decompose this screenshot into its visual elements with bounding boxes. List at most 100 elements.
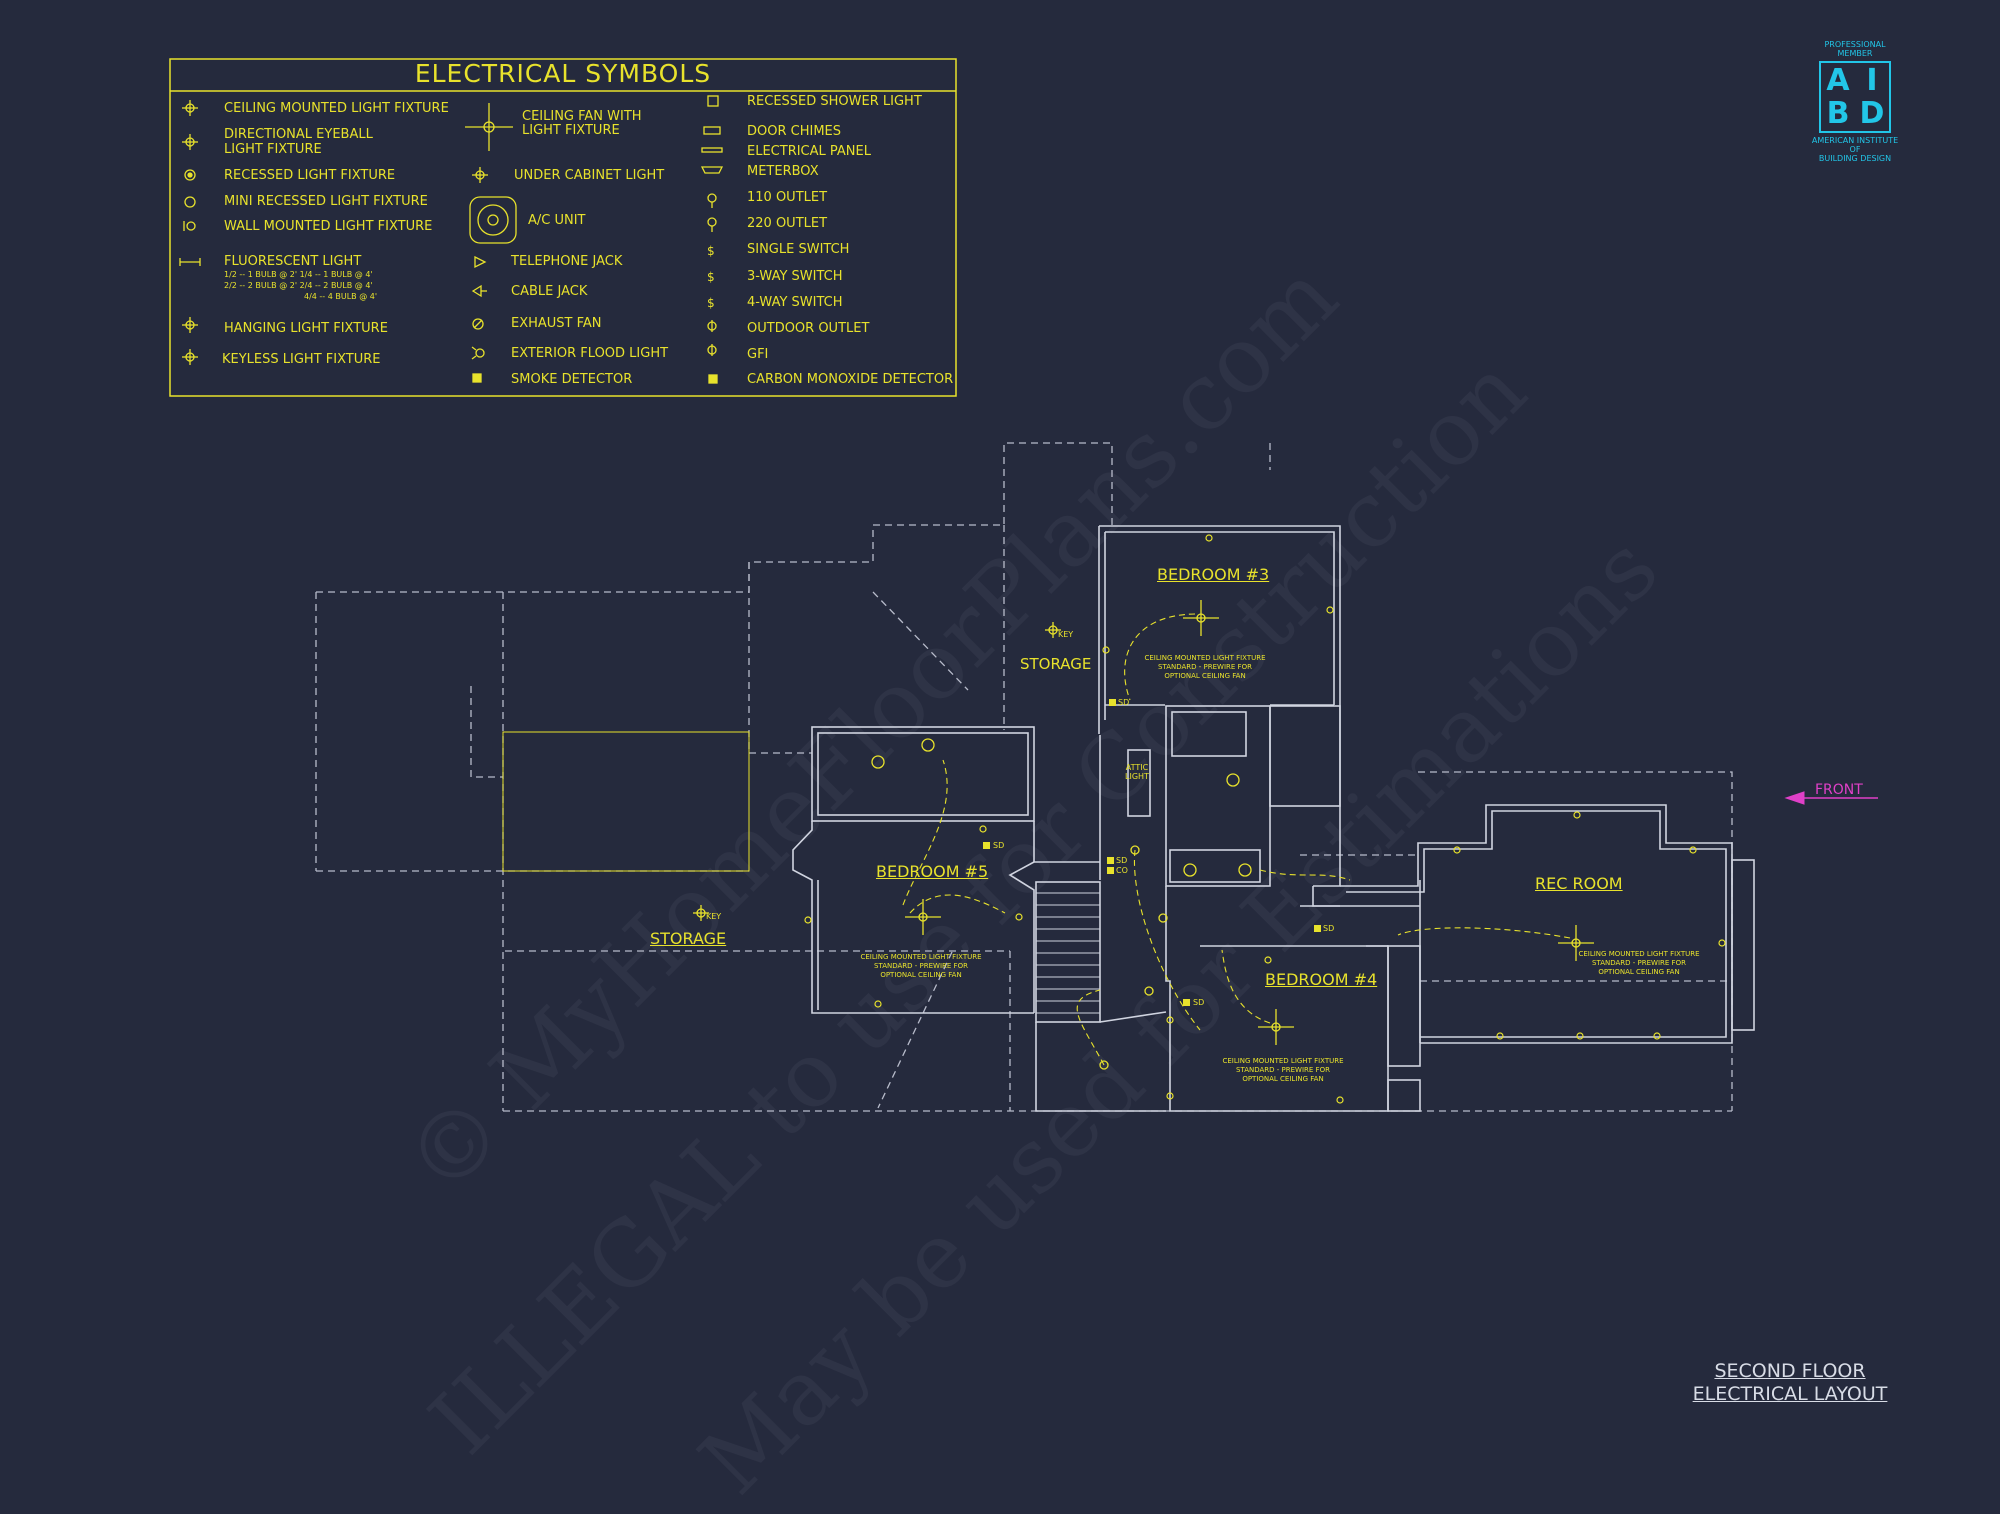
flood-light-icon — [471, 346, 485, 360]
3way-switch-icon: $ — [707, 270, 715, 284]
room-label-storage-lower: STORAGE — [650, 929, 727, 948]
legend-ac-unit: A/C UNIT — [528, 213, 586, 228]
legend-3way-switch: 3-WAY SWITCH — [747, 269, 843, 284]
outlet-110-icon — [707, 193, 717, 208]
room-label-rec-room: REC ROOM — [1535, 874, 1623, 893]
keyless-light-storage-lower — [693, 905, 709, 921]
legend-4way-switch: 4-WAY SWITCH — [747, 295, 843, 310]
note-line-3: OPTIONAL CEILING FAN — [1242, 1075, 1324, 1083]
badge-letter-a: A — [1826, 63, 1850, 98]
legend-wall-light: WALL MOUNTED LIGHT FIXTURE — [224, 219, 433, 234]
shower-light-icon — [707, 95, 719, 107]
wall-light-icon — [183, 221, 196, 231]
aibd-logo: A I B D — [1819, 61, 1891, 133]
sheet-title: SECOND FLOOR ELECTRICAL LAYOUT — [1670, 1360, 1910, 1406]
legend-meterbox: METERBOX — [747, 164, 819, 179]
badge-org-3: BUILDING DESIGN — [1818, 154, 1892, 163]
cable-jack-icon — [471, 284, 487, 298]
legend-smoke: SMOKE DETECTOR — [511, 372, 633, 387]
aibd-badge: PROFESSIONAL MEMBER A I B D AMERICAN INS… — [1805, 40, 1905, 163]
telephone-jack-icon — [474, 255, 487, 269]
legend-hanging-light: HANGING LIGHT FIXTURE — [224, 321, 388, 336]
legend-gfi: GFI — [747, 347, 769, 362]
key-tag-lower: KEY — [706, 912, 722, 921]
ceiling-fan-bedroom3 — [1183, 600, 1219, 636]
outdoor-outlet-icon — [707, 320, 717, 332]
legend-ceiling-fan: CEILING FAN WITH — [522, 109, 642, 124]
fluorescent-note-2: 2/2 -- 2 BULB @ 2' 2/4 -- 2 BULB @ 4' — [224, 281, 373, 290]
badge-letter-i: I — [1866, 63, 1878, 98]
note-line-3: OPTIONAL CEILING FAN — [1164, 672, 1246, 680]
legend-mini-recessed: MINI RECESSED LIGHT FIXTURE — [224, 194, 428, 209]
room-label-storage-upper: STORAGE — [1020, 655, 1092, 673]
lower-roof-solid — [502, 731, 750, 872]
front-label: FRONT — [1815, 782, 1863, 798]
fixtures — [693, 534, 1726, 1104]
ceiling-fan-bedroom4 — [1258, 1009, 1294, 1045]
eyeball-light-icon — [182, 134, 198, 150]
legend-shower-light: RECESSED SHOWER LIGHT — [747, 94, 922, 109]
fluorescent-light-icon — [179, 258, 201, 266]
legend-ceiling-fan-2: LIGHT FIXTURE — [522, 123, 620, 138]
hanging-light-icon — [182, 317, 198, 333]
outlet-220-icon — [707, 217, 717, 232]
badge-top-1: PROFESSIONAL — [1824, 40, 1886, 49]
smoke-detector-icon — [472, 373, 482, 383]
sheet-title-line-2: ELECTRICAL LAYOUT — [1692, 1383, 1888, 1405]
legend-under-cabinet: UNDER CABINET LIGHT — [514, 168, 665, 183]
legend-co-detector: CARBON MONOXIDE DETECTOR — [747, 372, 954, 387]
badge-org-2: OF — [1849, 145, 1861, 154]
note-line-3: OPTIONAL CEILING FAN — [1598, 968, 1680, 976]
sd-tag-bed4: SD — [1193, 998, 1205, 1007]
ceiling-fan-rec-room — [1558, 925, 1594, 961]
under-cabinet-light-icon — [472, 167, 488, 183]
svg-text:$: $ — [707, 296, 715, 310]
note-line-3: OPTIONAL CEILING FAN — [880, 971, 962, 979]
legend-keyless-light: KEYLESS LIGHT FIXTURE — [222, 352, 381, 367]
ceiling-fan-icon — [465, 103, 513, 151]
ceiling-fan-bedroom5 — [905, 899, 941, 935]
note-line-2: STANDARD - PREWIRE FOR — [1236, 1066, 1330, 1074]
legend-outdoor-outlet: OUTDOOR OUTLET — [747, 321, 870, 336]
legend-telephone: TELEPHONE JACK — [511, 254, 623, 269]
4way-switch-icon: $ — [707, 296, 715, 310]
legend-flood: EXTERIOR FLOOD LIGHT — [511, 346, 669, 361]
sd-tag-bath: SD — [1323, 924, 1335, 933]
legend-single-switch: SINGLE SWITCH — [747, 242, 850, 257]
sheet-title-line-1: SECOND FLOOR — [1714, 1360, 1866, 1382]
keyless-light-storage-upper — [1045, 622, 1061, 638]
note-line-1: CEILING MOUNTED LIGHT FIXTURE — [1578, 950, 1700, 958]
keyless-light-icon — [182, 349, 198, 365]
exhaust-fan-icon — [472, 318, 484, 330]
mini-recessed-light-icon — [184, 196, 196, 208]
recessed-light-icon — [184, 169, 196, 181]
badge-letter-b: B — [1826, 96, 1850, 131]
gfi-icon — [707, 344, 717, 356]
fixture-note-rec-room: CEILING MOUNTED LIGHT FIXTURE STANDARD -… — [1564, 950, 1714, 977]
room-label-bedroom-4: BEDROOM #4 — [1265, 970, 1378, 989]
walls — [792, 525, 1755, 1112]
svg-text:$: $ — [707, 270, 715, 284]
front-arrow — [1784, 791, 1878, 805]
sd-tag-hall: SD — [1116, 856, 1128, 865]
legend-eyeball-light-2: LIGHT FIXTURE — [224, 142, 322, 157]
roof-outline — [315, 442, 1733, 1112]
hall-lights — [1099, 845, 1168, 1070]
legend-cable: CABLE JACK — [511, 284, 588, 299]
legend-ceiling-light: CEILING MOUNTED LIGHT FIXTURE — [224, 101, 449, 116]
note-line-1: CEILING MOUNTED LIGHT FIXTURE — [1222, 1057, 1344, 1065]
legend-eyeball-light: DIRECTIONAL EYEBALL — [224, 127, 373, 142]
legend-frame — [169, 58, 957, 397]
legend-220-outlet: 220 OUTLET — [747, 216, 828, 231]
fixture-note-bedroom-4: CEILING MOUNTED LIGHT FIXTURE STANDARD -… — [1208, 1057, 1358, 1084]
badge-top-2: MEMBER — [1837, 49, 1873, 58]
note-line-2: STANDARD - PREWIRE FOR — [1592, 959, 1686, 967]
svg-text:$: $ — [707, 244, 715, 258]
electrical-panel-icon — [701, 147, 723, 153]
co-tag-hall: CO — [1116, 866, 1128, 875]
door-chimes-icon — [703, 126, 721, 135]
attic-light-tag: ATTIC LIGHT — [1125, 763, 1149, 781]
badge-letter-d: D — [1859, 96, 1885, 131]
ceiling-light-icon — [182, 100, 198, 116]
